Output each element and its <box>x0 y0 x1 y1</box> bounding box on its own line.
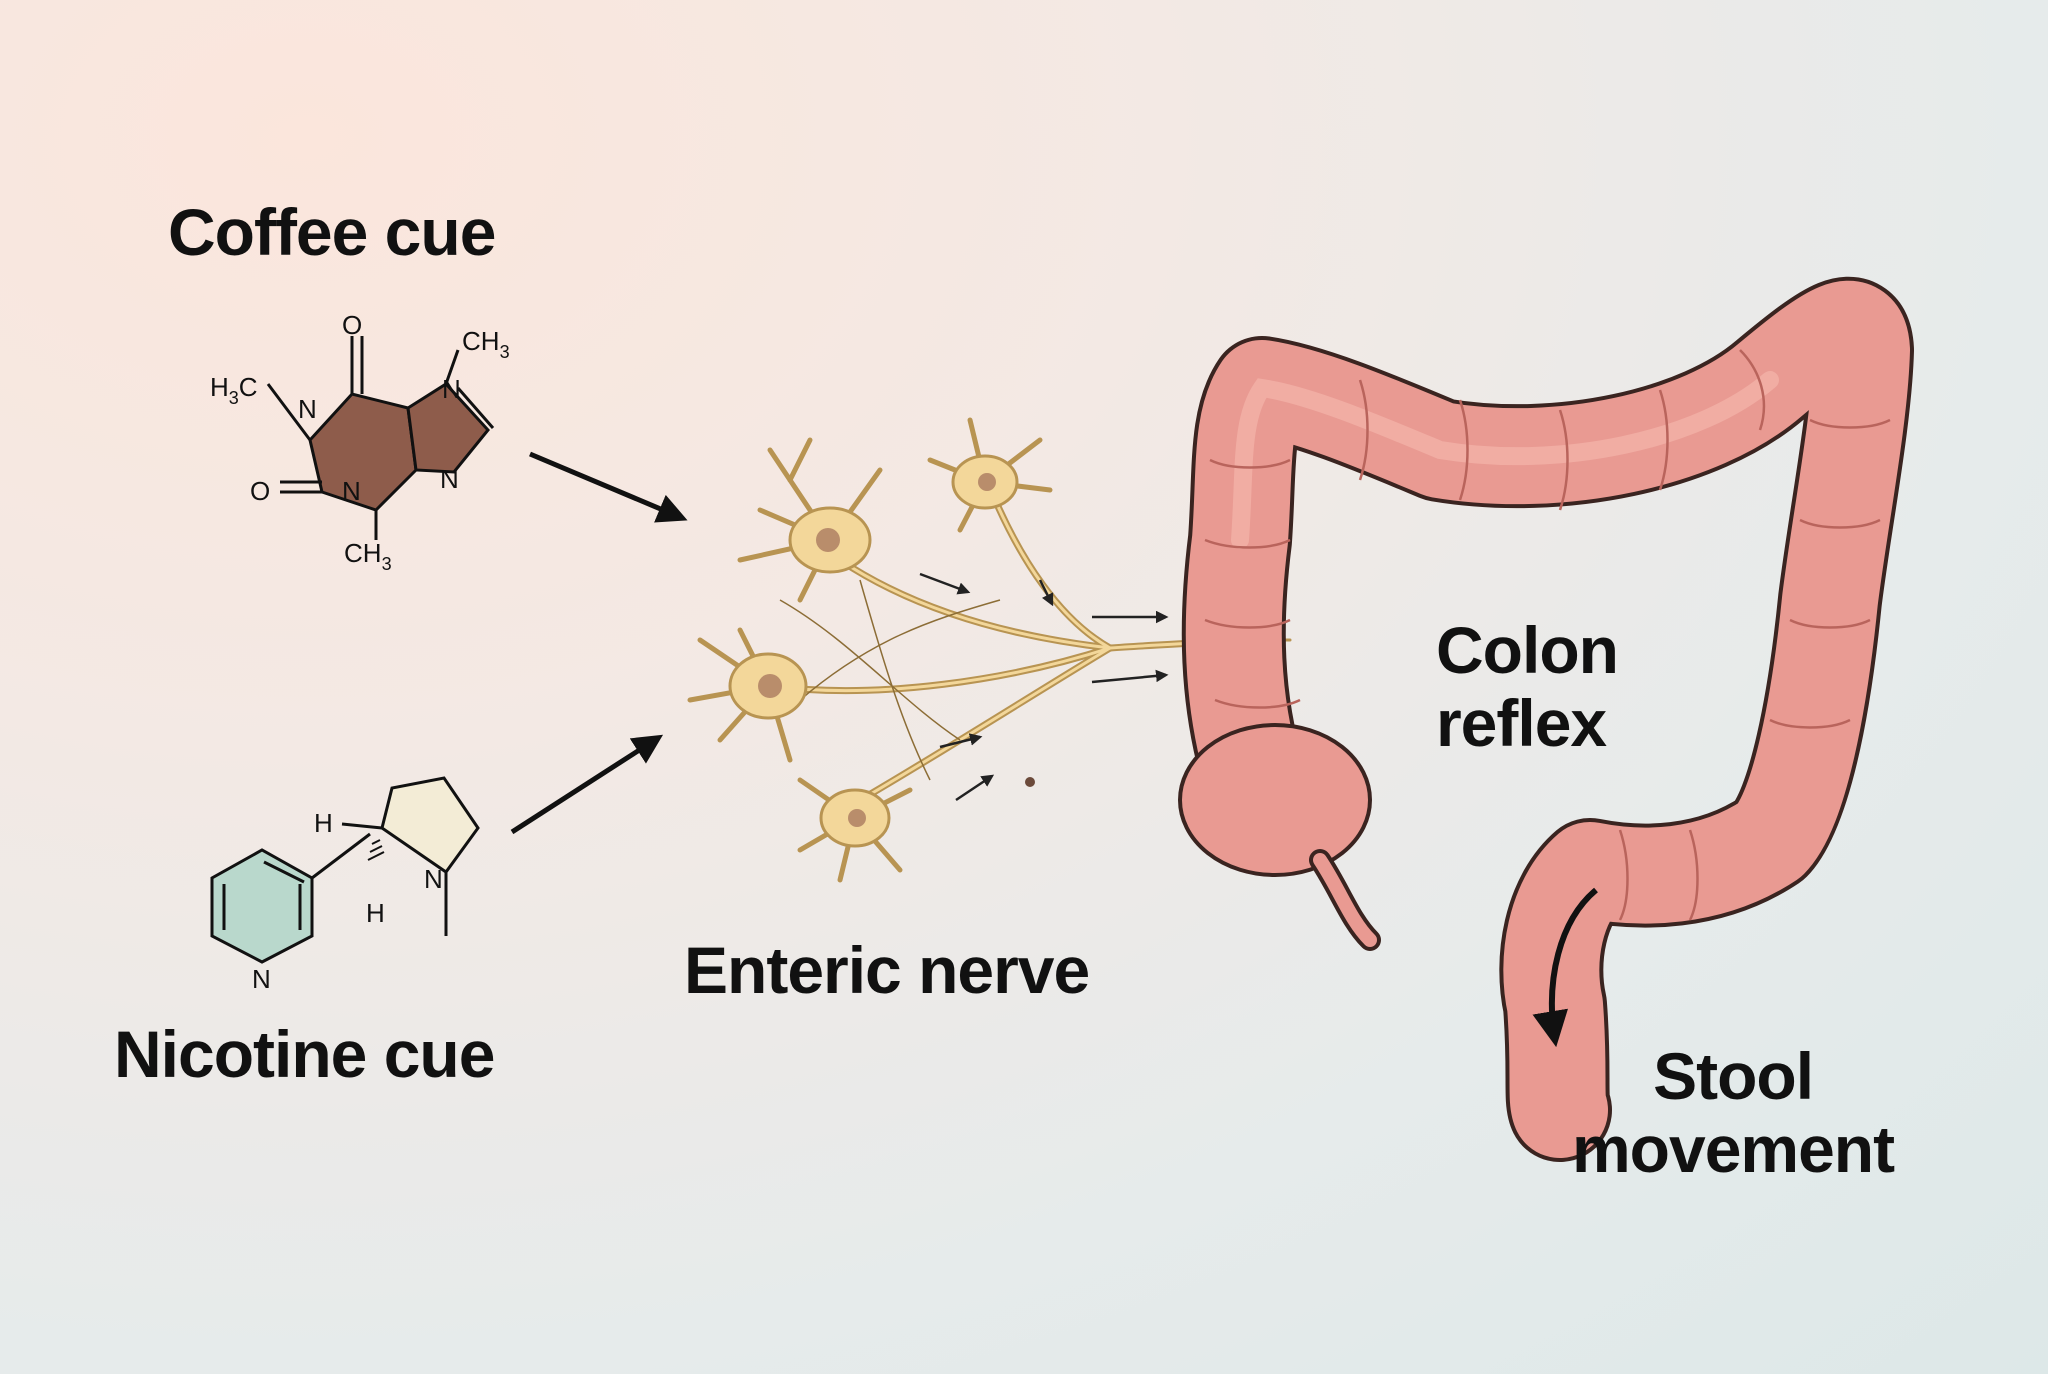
neuron-cell-2 <box>927 417 1053 533</box>
neuron-interweave <box>779 579 1001 781</box>
colon-reflex-line1: Colon <box>1436 613 1619 687</box>
caffeine-bonds <box>266 336 495 540</box>
appendix-fill <box>1313 853 1377 947</box>
colon-illustration <box>1178 277 1914 1162</box>
stool-direction-arrow <box>1532 887 1598 1048</box>
signal-flow-arrows <box>919 572 1169 802</box>
cecum <box>1178 723 1372 877</box>
colon-haustra <box>1204 349 1891 921</box>
nerve-speck <box>1025 777 1035 787</box>
caffeine-h3c: H3C <box>210 372 258 408</box>
neuron-cell-1 <box>737 437 883 603</box>
stool-movement-line1: Stool <box>1653 1039 1814 1113</box>
caffeine-imidazole-ring <box>406 382 490 474</box>
enteric-nerve-network <box>687 417 1292 883</box>
nicotine-pyridine-double-bonds <box>222 860 305 930</box>
nicotine-cue-label: Nicotine cue <box>114 1017 495 1091</box>
nicotine-bonds <box>311 822 448 936</box>
nicotine-to-nerve-arrow <box>510 734 664 835</box>
caffeine-n1: N <box>298 394 317 424</box>
colon-reflex-label: Colon reflex <box>1436 613 1619 760</box>
caffeine-ch3-bottom: CH3 <box>344 538 392 574</box>
caffeine-o-left: O <box>250 476 270 506</box>
nicotine-hashed-wedge <box>367 839 385 861</box>
caffeine-n3: N <box>342 476 361 506</box>
colon-highlight <box>1231 371 1779 549</box>
caffeine-n9: N <box>440 464 459 494</box>
caffeine-o-top: O <box>342 310 362 340</box>
caffeine-molecule: H3C N O O N N N CH3 CH3 <box>210 310 510 574</box>
coffee-cue-label: Coffee cue <box>168 195 496 269</box>
coffee-to-nerve-arrow <box>529 451 688 523</box>
colon-reflex-line2: reflex <box>1436 685 1607 760</box>
neuron-axon-cores <box>768 486 1232 808</box>
enteric-nerve-label: Enteric nerve <box>684 933 1090 1007</box>
nicotine-pyridine-ring <box>210 848 314 964</box>
neuron-cell-4 <box>797 777 913 883</box>
caffeine-pyrimidine-ring <box>308 392 418 512</box>
caffeine-ch3-top: CH3 <box>462 326 510 362</box>
neuron-cell-3 <box>687 627 808 763</box>
stool-movement-line2: movement <box>1572 1111 1895 1186</box>
nicotine-molecule: H H N N <box>210 776 480 994</box>
nicotine-h-top: H <box>314 808 333 838</box>
caffeine-n7: N <box>442 374 461 404</box>
stool-movement-label: Stool movement <box>1572 1039 1895 1186</box>
nicotine-n-pyridine: N <box>252 964 271 994</box>
nicotine-n-pyrrolidine: N <box>424 864 443 894</box>
nicotine-h-bottom: H <box>366 898 385 928</box>
nicotine-pyrrolidine-ring <box>380 776 480 875</box>
